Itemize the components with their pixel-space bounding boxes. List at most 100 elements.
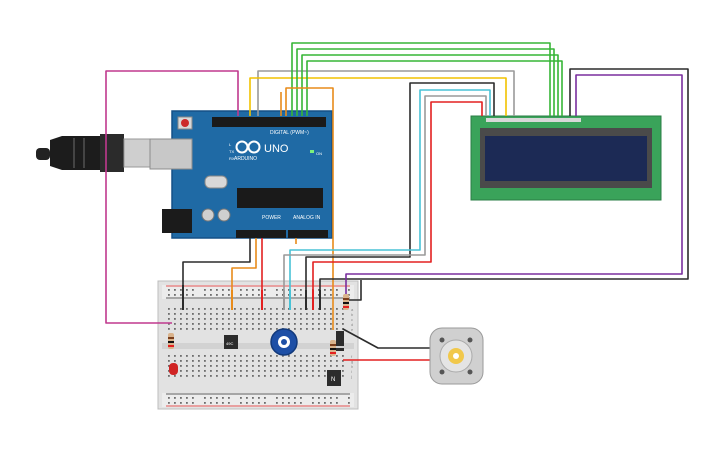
breadboard-hole[interactable] — [288, 397, 290, 399]
breadboard-hole[interactable] — [228, 289, 230, 291]
breadboard-hole[interactable] — [210, 323, 212, 325]
breadboard-hole[interactable] — [282, 289, 284, 291]
breadboard-hole[interactable] — [168, 365, 170, 367]
breadboard-hole[interactable] — [246, 402, 248, 404]
breadboard-hole[interactable] — [246, 397, 248, 399]
breadboard-hole[interactable] — [276, 375, 278, 377]
breadboard-hole[interactable] — [222, 355, 224, 357]
breadboard-hole[interactable] — [336, 323, 338, 325]
breadboard-hole[interactable] — [252, 323, 254, 325]
breadboard-hole[interactable] — [270, 323, 272, 325]
breadboard-hole[interactable] — [294, 370, 296, 372]
breadboard-hole[interactable] — [252, 308, 254, 310]
breadboard-hole[interactable] — [258, 318, 260, 320]
breadboard-hole[interactable] — [246, 355, 248, 357]
breadboard-hole[interactable] — [258, 289, 260, 291]
breadboard[interactable]: a b c d e f g h i j — [157, 280, 359, 410]
breadboard-hole[interactable] — [300, 402, 302, 404]
breadboard-hole[interactable] — [210, 313, 212, 315]
breadboard-hole[interactable] — [318, 355, 320, 357]
breadboard-hole[interactable] — [234, 360, 236, 362]
breadboard-hole[interactable] — [222, 289, 224, 291]
breadboard-hole[interactable] — [192, 328, 194, 330]
breadboard-hole[interactable] — [186, 370, 188, 372]
breadboard-hole[interactable] — [306, 370, 308, 372]
breadboard-hole[interactable] — [228, 308, 230, 310]
breadboard-hole[interactable] — [312, 318, 314, 320]
breadboard-hole[interactable] — [276, 313, 278, 315]
breadboard-hole[interactable] — [228, 370, 230, 372]
breadboard-hole[interactable] — [198, 328, 200, 330]
breadboard-hole[interactable] — [324, 365, 326, 367]
breadboard-hole[interactable] — [186, 308, 188, 310]
breadboard-hole[interactable] — [240, 318, 242, 320]
breadboard-hole[interactable] — [264, 308, 266, 310]
breadboard-hole[interactable] — [312, 355, 314, 357]
breadboard-hole[interactable] — [306, 318, 308, 320]
breadboard-hole[interactable] — [318, 402, 320, 404]
breadboard-hole[interactable] — [180, 308, 182, 310]
breadboard-hole[interactable] — [192, 360, 194, 362]
breadboard-hole[interactable] — [174, 318, 176, 320]
breadboard-hole[interactable] — [192, 313, 194, 315]
breadboard-hole[interactable] — [174, 289, 176, 291]
breadboard-hole[interactable] — [324, 313, 326, 315]
breadboard-hole[interactable] — [186, 294, 188, 296]
breadboard-hole[interactable] — [336, 313, 338, 315]
breadboard-hole[interactable] — [198, 365, 200, 367]
breadboard-hole[interactable] — [288, 289, 290, 291]
breadboard-hole[interactable] — [240, 375, 242, 377]
breadboard-hole[interactable] — [246, 328, 248, 330]
breadboard-hole[interactable] — [216, 323, 218, 325]
wire-gray[interactable] — [257, 70, 515, 116]
breadboard-hole[interactable] — [228, 397, 230, 399]
breadboard-hole[interactable] — [216, 294, 218, 296]
breadboard-hole[interactable] — [330, 318, 332, 320]
breadboard-hole[interactable] — [186, 313, 188, 315]
breadboard-hole[interactable] — [294, 323, 296, 325]
breadboard-hole[interactable] — [300, 308, 302, 310]
breadboard-hole[interactable] — [264, 294, 266, 296]
breadboard-hole[interactable] — [222, 365, 224, 367]
breadboard-hole[interactable] — [330, 313, 332, 315]
breadboard-hole[interactable] — [270, 308, 272, 310]
breadboard-hole[interactable] — [180, 328, 182, 330]
breadboard-hole[interactable] — [228, 375, 230, 377]
breadboard-hole[interactable] — [276, 402, 278, 404]
breadboard-hole[interactable] — [216, 328, 218, 330]
breadboard-hole[interactable] — [276, 365, 278, 367]
breadboard-hole[interactable] — [264, 318, 266, 320]
breadboard-hole[interactable] — [240, 294, 242, 296]
breadboard-hole[interactable] — [294, 328, 296, 330]
breadboard-hole[interactable] — [186, 402, 188, 404]
breadboard-hole[interactable] — [330, 323, 332, 325]
breadboard-hole[interactable] — [222, 318, 224, 320]
breadboard-hole[interactable] — [198, 375, 200, 377]
breadboard-hole[interactable] — [198, 318, 200, 320]
breadboard-hole[interactable] — [192, 397, 194, 399]
breadboard-hole[interactable] — [342, 328, 344, 330]
breadboard-hole[interactable] — [204, 294, 206, 296]
breadboard-hole[interactable] — [204, 375, 206, 377]
breadboard-hole[interactable] — [222, 294, 224, 296]
breadboard-hole[interactable] — [204, 402, 206, 404]
breadboard-hole[interactable] — [198, 323, 200, 325]
breadboard-hole[interactable] — [228, 355, 230, 357]
breadboard-hole[interactable] — [312, 402, 314, 404]
breadboard-hole[interactable] — [312, 370, 314, 372]
breadboard-hole[interactable] — [342, 355, 344, 357]
breadboard-hole[interactable] — [288, 313, 290, 315]
breadboard-hole[interactable] — [300, 370, 302, 372]
breadboard-hole[interactable] — [174, 328, 176, 330]
breadboard-hole[interactable] — [228, 402, 230, 404]
breadboard-hole[interactable] — [270, 328, 272, 330]
breadboard-hole[interactable] — [210, 289, 212, 291]
breadboard-hole[interactable] — [276, 308, 278, 310]
breadboard-hole[interactable] — [300, 318, 302, 320]
breadboard-hole[interactable] — [234, 323, 236, 325]
breadboard-hole[interactable] — [252, 360, 254, 362]
usb-cable[interactable] — [36, 134, 155, 172]
breadboard-hole[interactable] — [222, 375, 224, 377]
breadboard-hole[interactable] — [240, 289, 242, 291]
breadboard-hole[interactable] — [258, 294, 260, 296]
